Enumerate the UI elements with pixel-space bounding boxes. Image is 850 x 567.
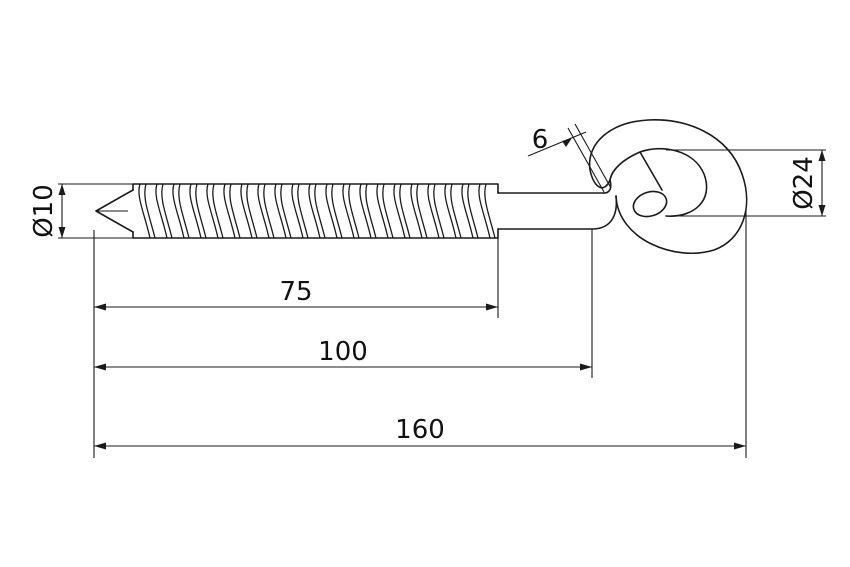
thread-diameter-label: Ø10 [29, 184, 59, 238]
dim-lengths: 75 100 160 [93, 210, 747, 458]
thread-length-label: 75 [279, 277, 312, 307]
wire-thickness-label: 6 [532, 125, 549, 155]
eye-diameter-label: Ø24 [789, 156, 819, 210]
thread-crest [393, 183, 411, 239]
thread-crest [427, 183, 445, 239]
wire-end [609, 151, 663, 191]
dim-thread-diameter: Ø10 [29, 183, 133, 239]
thread-crest [257, 183, 275, 239]
dim-shank-length: 100 [94, 337, 592, 371]
thread-crest [223, 183, 241, 239]
eye-inner-ring [639, 147, 708, 217]
screw-body [95, 179, 618, 239]
thread-crest [359, 183, 377, 239]
thread-crest [478, 183, 496, 239]
shank-length-label: 100 [318, 337, 368, 367]
dim-wire-thickness: 6 [527, 123, 612, 193]
thread-crest [155, 183, 173, 239]
thread-crest [240, 183, 258, 239]
smooth-shank [497, 192, 605, 230]
thread-crest [461, 183, 479, 239]
thread-crest [325, 183, 343, 239]
thread-crest [206, 183, 224, 239]
wire-cut-face [632, 190, 668, 218]
thread-crest [376, 183, 394, 239]
thread-crest [410, 183, 428, 239]
eye-outer-ring [588, 119, 748, 254]
thread-crest [291, 183, 309, 239]
dim-eye-diameter: Ø24 [666, 149, 826, 217]
screw-eye [588, 119, 748, 254]
thread-helix [138, 183, 496, 239]
thread-crest [189, 183, 207, 239]
dim-thread-length: 75 [94, 277, 498, 311]
thread-crest [172, 183, 190, 239]
thread-crest [274, 183, 292, 239]
thread-crest [444, 183, 462, 239]
total-length-label: 160 [395, 415, 445, 445]
thread-crest [342, 183, 360, 239]
thread-crest [308, 183, 326, 239]
thread-crest [138, 183, 156, 239]
dim-total-length: 160 [94, 415, 746, 450]
